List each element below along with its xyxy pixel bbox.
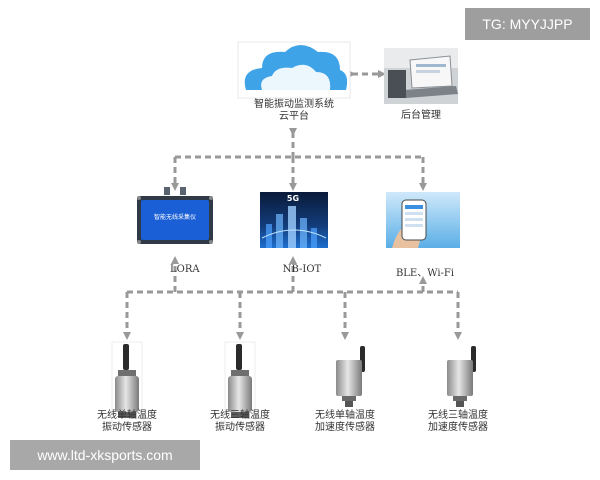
watermark-top-right: TG: MYYJJPP (465, 8, 590, 40)
ble-wifi-label: BLE、Wi-Fi (395, 268, 455, 279)
sensor-1-line2: 振动传感器 (102, 422, 152, 433)
cloud-label-line2: 云平台 (279, 111, 309, 122)
connectors (123, 70, 462, 340)
lora-label: LORA (170, 264, 200, 275)
sensor-label-3: 无线单轴温度 加速度传感器 (305, 410, 385, 434)
sensor-4-line2: 加速度传感器 (428, 422, 488, 433)
network-5g-text: 5G (287, 194, 299, 203)
sensor-label-4: 无线三轴温度 加速度传感器 (418, 410, 498, 434)
gateway-device (133, 187, 217, 248)
sensor-4-line1: 无线三轴温度 (428, 410, 488, 421)
gateway-screen-text: 智能无线采集仪 (154, 213, 196, 221)
sensor-2-line2: 振动传感器 (215, 422, 265, 433)
sensor-label-2: 无线三轴温度 振动传感器 (200, 410, 280, 434)
laptop-photo (384, 48, 458, 104)
antenna-sensor (111, 341, 143, 425)
sensor-1-line1: 无线单轴温度 (97, 410, 157, 421)
admin-label: 后台管理 (401, 110, 441, 121)
cloud-label-line1: 智能振动监测系统 (254, 99, 334, 110)
nbiot-label: NB-IOT (282, 264, 322, 275)
sensor-label-1: 无线单轴温度 振动传感器 (87, 410, 167, 434)
sensor-3-line1: 无线单轴温度 (315, 410, 375, 421)
network-city-photo (260, 192, 328, 248)
antenna-sensor (224, 341, 256, 425)
phone-hand-photo (386, 192, 460, 248)
sensor-2-line1: 无线三轴温度 (210, 410, 270, 421)
watermark-bottom-left: www.ltd-xksports.com (10, 440, 200, 470)
sensor-3-line2: 加速度传感器 (315, 422, 375, 433)
box-sensor (447, 346, 476, 407)
cloud-icon (237, 41, 351, 99)
box-sensor (336, 346, 365, 407)
cloud-platform-label: 智能振动监测系统 云平台 (238, 99, 350, 123)
